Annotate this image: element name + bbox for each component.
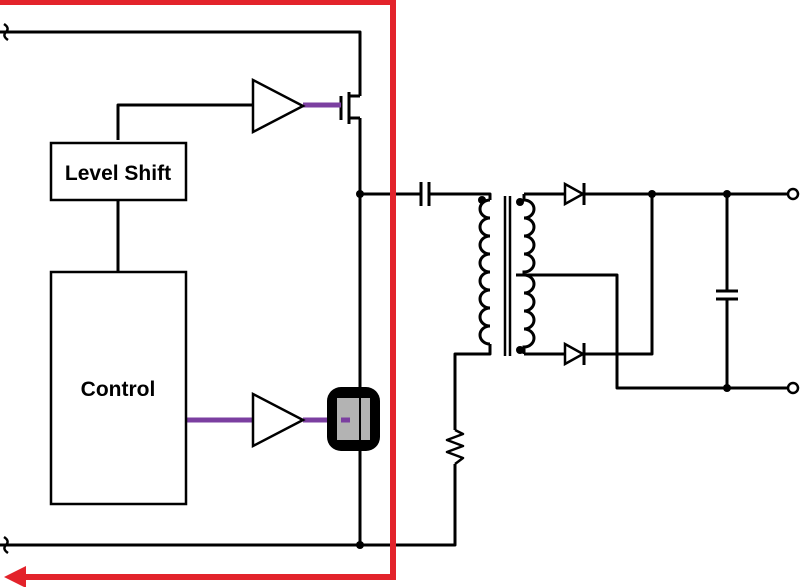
junction-switch-node [356, 190, 364, 198]
level-shift-label: Level Shift [65, 162, 171, 185]
output-capacitor [716, 289, 738, 301]
sense-resistor [445, 428, 465, 465]
high-side-mosfet [339, 92, 360, 124]
output-terminal-positive [786, 187, 800, 201]
junction-cap-top [723, 190, 731, 198]
wires [0, 30, 795, 547]
transformer [478, 194, 536, 356]
high-side-buffer [251, 77, 306, 135]
current-loop-arrowhead [4, 566, 26, 587]
transformer-polarity-dots [478, 196, 524, 354]
junction-secondary-top [648, 190, 656, 198]
control-block [49, 270, 188, 506]
low-side-device [327, 387, 380, 451]
low-side-buffer [251, 391, 306, 449]
rectifier-diode-bottom [563, 341, 586, 367]
junction-bottom-rail [356, 541, 364, 549]
rail-break-bottom [3, 535, 9, 555]
junction-dots [356, 190, 731, 549]
level-shift-block [49, 141, 188, 202]
rail-break-top [3, 22, 9, 42]
junction-cap-bottom [723, 384, 731, 392]
rectifier-diode-top [563, 181, 586, 207]
series-capacitor [419, 182, 431, 206]
control-label: Control [81, 378, 156, 401]
current-loop-highlight [0, 0, 396, 580]
output-terminal-negative [786, 381, 800, 395]
